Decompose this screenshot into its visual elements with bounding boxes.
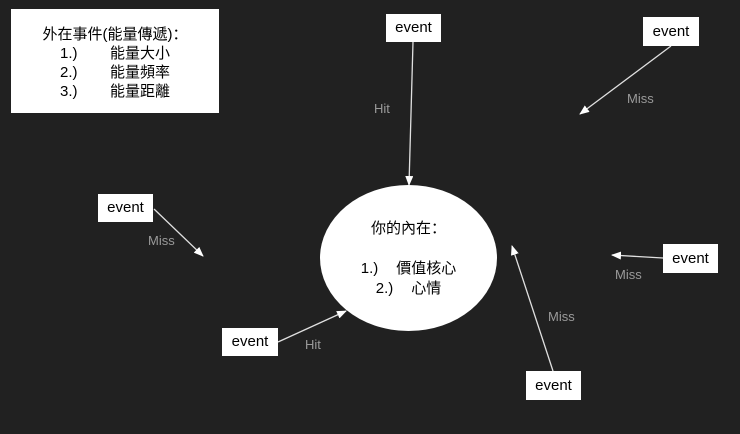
result-label-bottom: Miss [548,309,575,324]
external-events-box: 外在事件(能量傳遞)： 1.) 能量大小 2.) 能量頻率 3.) 能量距離 [11,9,219,113]
arrow-top-right-miss [579,45,672,115]
inner-self-title: 你的內在： [370,220,446,237]
item-number: 3.) [59,83,78,100]
event-box-bottom: event [526,371,581,400]
arrow-left-miss [153,208,204,257]
item-number: 1.) [59,45,78,62]
item-text: 能量大小 [109,45,170,62]
inner-self-item: 2.) 心情 [320,279,497,299]
external-events-item: 1.) 能量大小 [11,44,219,63]
event-box-bottom-left: event [222,328,278,356]
result-label-bottom-left: Hit [305,337,321,352]
inner-self-ellipse: 你的內在： 1.) 價值核心 2.) 心情 [320,185,497,331]
item-text: 價值核心 [396,260,457,277]
external-events-item: 3.) 能量距離 [11,82,219,101]
event-box-left: event [98,194,153,222]
arrow-bottom-miss [511,245,554,372]
result-label-top-right: Miss [627,91,654,106]
item-text: 能量距離 [109,83,170,100]
result-label-right: Miss [615,267,642,282]
external-events-item: 2.) 能量頻率 [11,63,219,82]
event-box-top: event [386,14,441,42]
result-label-left: Miss [148,233,175,248]
event-box-top-right: event [643,17,699,46]
item-number: 1.) [360,260,379,277]
arrow-bottom-left-hit [277,310,347,343]
item-text: 心情 [411,280,442,297]
result-label-top: Hit [374,101,390,116]
item-number: 2.) [59,64,78,81]
arrow-right-miss [611,251,664,260]
inner-self-item: 1.) 價值核心 [320,259,497,279]
external-events-title: 外在事件(能量傳遞)： [42,26,188,43]
event-box-right: event [663,244,718,273]
item-text: 能量頻率 [109,64,170,81]
arrow-top-hit [405,41,414,186]
item-number: 2.) [375,280,394,297]
